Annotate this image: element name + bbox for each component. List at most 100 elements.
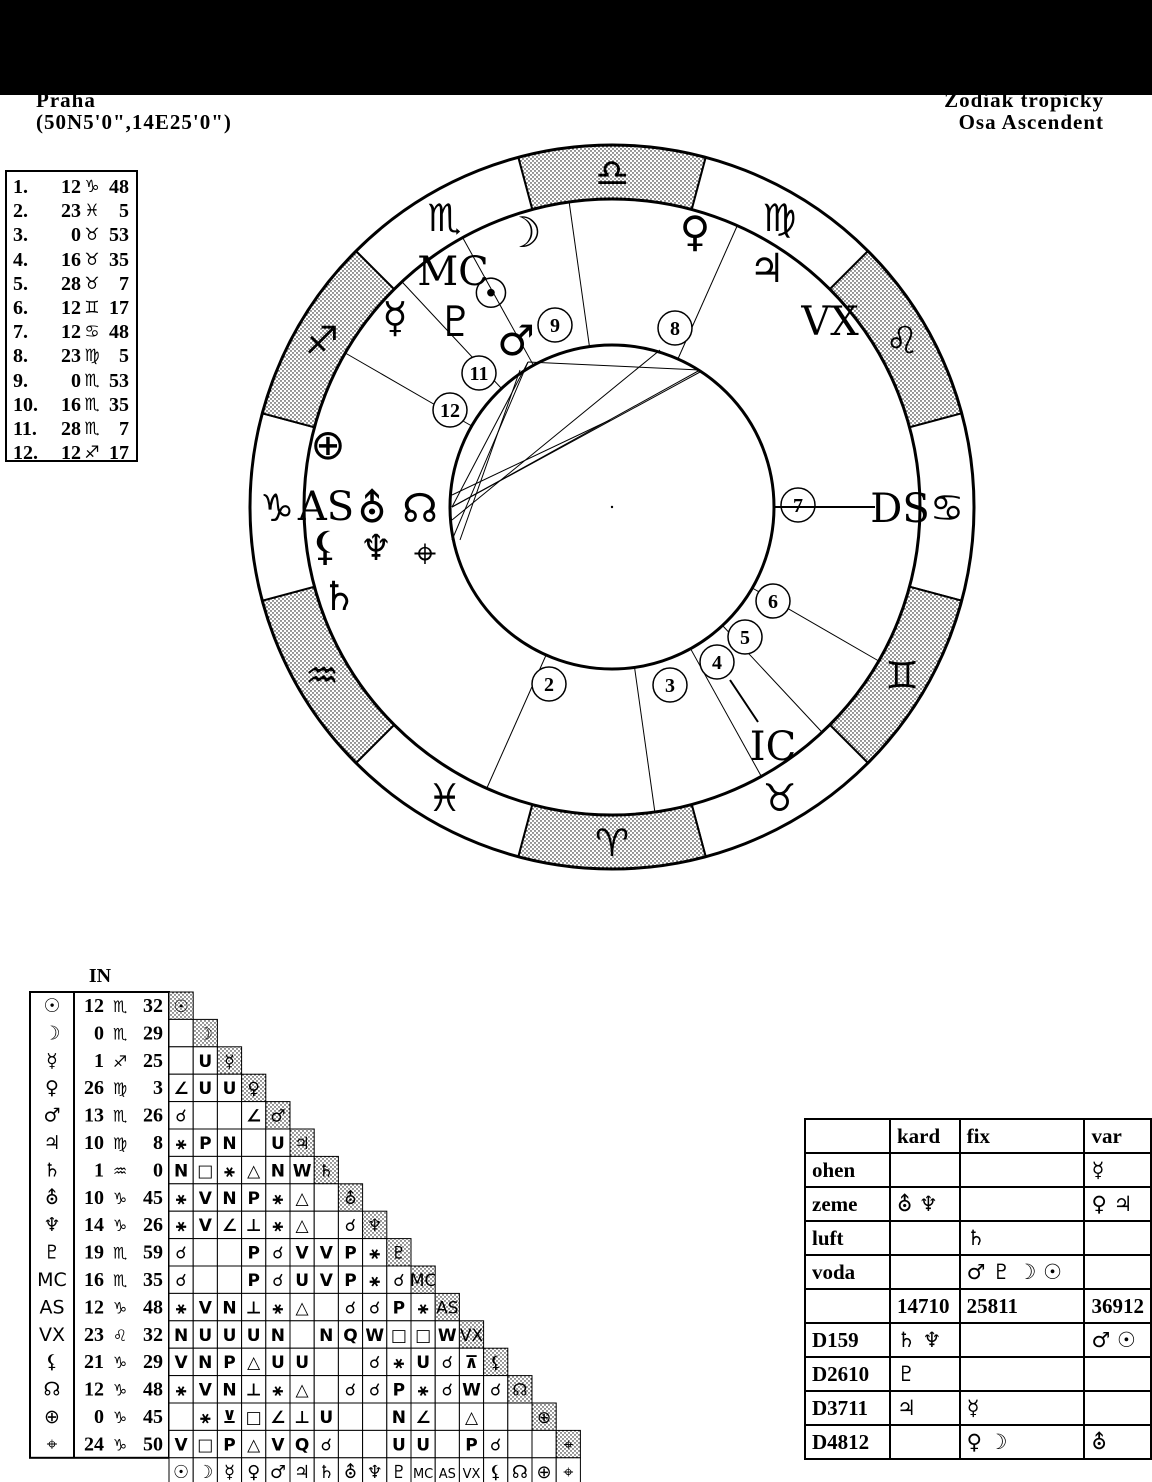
aspect-cell — [289, 1183, 315, 1212]
house-cusp-min: 53 — [109, 224, 129, 247]
position-row-glyph: ☽ — [43, 1022, 60, 1044]
house-cusp-row: 10.16♏35 — [13, 393, 130, 417]
house-cusp-deg: 12 — [61, 296, 81, 319]
aspect-diagonal-cell — [386, 1238, 412, 1267]
house-cusp-n: 5. — [13, 272, 28, 295]
elements-header-cell — [804, 1118, 891, 1154]
elements-row-cell: ♀ ♃ — [1083, 1186, 1152, 1222]
position-row-sign: ♑ — [113, 1216, 127, 1235]
aspect-cell — [216, 1429, 243, 1459]
position-row-degree: 12 — [84, 995, 104, 1017]
aspect-symbol: △ — [247, 1435, 261, 1455]
house-cusp-sign: ♋ — [84, 322, 100, 343]
aspect-symbol: N — [222, 1189, 236, 1209]
house-cusp-sign: ♉ — [84, 225, 100, 246]
decan-row-cell: D4812 — [804, 1424, 891, 1460]
house-cusp-sign: ♉ — [84, 249, 100, 270]
position-row-minute: 25 — [143, 1050, 163, 1072]
decan-row-cell: ⛢ — [1083, 1424, 1152, 1460]
aspect-symbol: U — [223, 1079, 237, 1099]
aspect-cell — [313, 1402, 339, 1431]
aspect-symbol: ☌ — [442, 1381, 453, 1401]
ascendant-label: AS — [297, 484, 354, 530]
aspect-cell — [386, 1320, 412, 1349]
aspect-diagonal-glyph: ☽ — [198, 1024, 213, 1044]
axis-type: Osa Ascendent — [958, 110, 1104, 134]
position-row-sign: ♑ — [113, 1381, 127, 1400]
aspect-symbol: ⚹ — [273, 1298, 284, 1318]
house-cusp-min: 53 — [109, 369, 129, 392]
footer-glyph: MC — [413, 1467, 433, 1482]
aspect-symbol: ☌ — [369, 1298, 380, 1318]
position-row-minute: 0 — [153, 1159, 163, 1181]
house-number-circle — [755, 583, 791, 619]
footer-glyph: ♃ — [294, 1462, 310, 1482]
position-row-glyph: ♀ — [45, 1077, 59, 1099]
elements-row-cell — [888, 1220, 961, 1256]
aspect-symbol: ⚹ — [176, 1189, 187, 1209]
house-cusp-sign: ♏ — [84, 370, 100, 391]
aspect-symbol: ⊥ — [246, 1381, 262, 1401]
elements-row-cell — [958, 1152, 1086, 1188]
sign-glyph: ♏ — [427, 196, 461, 240]
aspect-symbol: V — [296, 1244, 310, 1264]
aspect-cell — [192, 1238, 218, 1267]
house-cusp-n: 2. — [13, 200, 28, 223]
footer-glyph: ☉ — [173, 1462, 189, 1482]
house-cusp-row: 11.28♏7 — [13, 417, 130, 441]
aspect-cell — [313, 1347, 339, 1377]
elements-row-cell — [888, 1152, 961, 1188]
house-cusp-n: 7. — [13, 321, 28, 344]
footer-cell — [289, 1457, 315, 1482]
aspect-cell — [507, 1402, 533, 1431]
house-number-circle — [652, 667, 688, 703]
position-row-degree: 21 — [84, 1351, 104, 1373]
aspect-cell — [483, 1402, 509, 1431]
elements-row: luft♄ — [804, 1220, 1152, 1256]
position-row-sign: ♍ — [113, 1134, 127, 1153]
elements-row: zeme⛢ ♆♀ ♃ — [804, 1186, 1152, 1222]
position-row-sign: ♏ — [113, 997, 127, 1016]
aspect-symbol: P — [465, 1435, 477, 1455]
position-row-degree: 10 — [84, 1132, 104, 1154]
aspect-line — [451, 349, 661, 521]
house-number-circle — [531, 666, 567, 702]
aspect-symbol: ⚹ — [370, 1244, 381, 1264]
aspect-cell — [337, 1292, 364, 1322]
house-cusp-min: 48 — [109, 321, 129, 344]
aspect-symbol: U — [198, 1079, 212, 1099]
position-row-sign: ♑ — [113, 1298, 127, 1317]
aspect-symbol: P — [393, 1298, 405, 1318]
aspect-cell — [168, 1073, 194, 1103]
sign-glyph: ♒ — [305, 654, 339, 698]
house-cusp-sign: ♐ — [84, 443, 100, 464]
house-cusp-row: 1.12♑48 — [13, 175, 130, 199]
position-row-degree: 12 — [84, 1379, 104, 1401]
position-row-minute: 32 — [143, 1324, 163, 1346]
aspect-symbol: P — [344, 1244, 356, 1264]
aspect-cell — [241, 1128, 267, 1157]
aspect-cell — [337, 1402, 364, 1431]
decan-row-cell: ♀ ☽ — [958, 1424, 1086, 1460]
decan-header-cell: 14710 — [888, 1288, 961, 1324]
aspect-diagonal-glyph: ⌖ — [564, 1435, 574, 1455]
footer-cell — [265, 1457, 291, 1482]
footer-cell — [434, 1457, 460, 1482]
position-row-glyph: ♂ — [43, 1105, 60, 1127]
position-row-glyph: ☿ — [46, 1050, 58, 1072]
aspect-symbol: P — [223, 1435, 235, 1455]
house-cusp-line — [568, 201, 590, 347]
aspect-symbol: V — [199, 1381, 213, 1401]
aspect-symbol: ∠ — [270, 1408, 285, 1428]
aspect-cell — [410, 1292, 436, 1322]
aspect-symbol: N — [271, 1161, 285, 1181]
aspect-symbol: P — [247, 1189, 259, 1209]
aspect-symbol: N — [198, 1353, 212, 1373]
aspect-symbol: ⚹ — [273, 1216, 284, 1236]
aspect-cell — [265, 1238, 291, 1267]
decan-header-cell — [804, 1288, 891, 1324]
footer-glyph: ⊕ — [537, 1462, 552, 1482]
decan-row-cell: ♂ ☉ — [1083, 1322, 1152, 1358]
aspect-line — [451, 419, 611, 496]
